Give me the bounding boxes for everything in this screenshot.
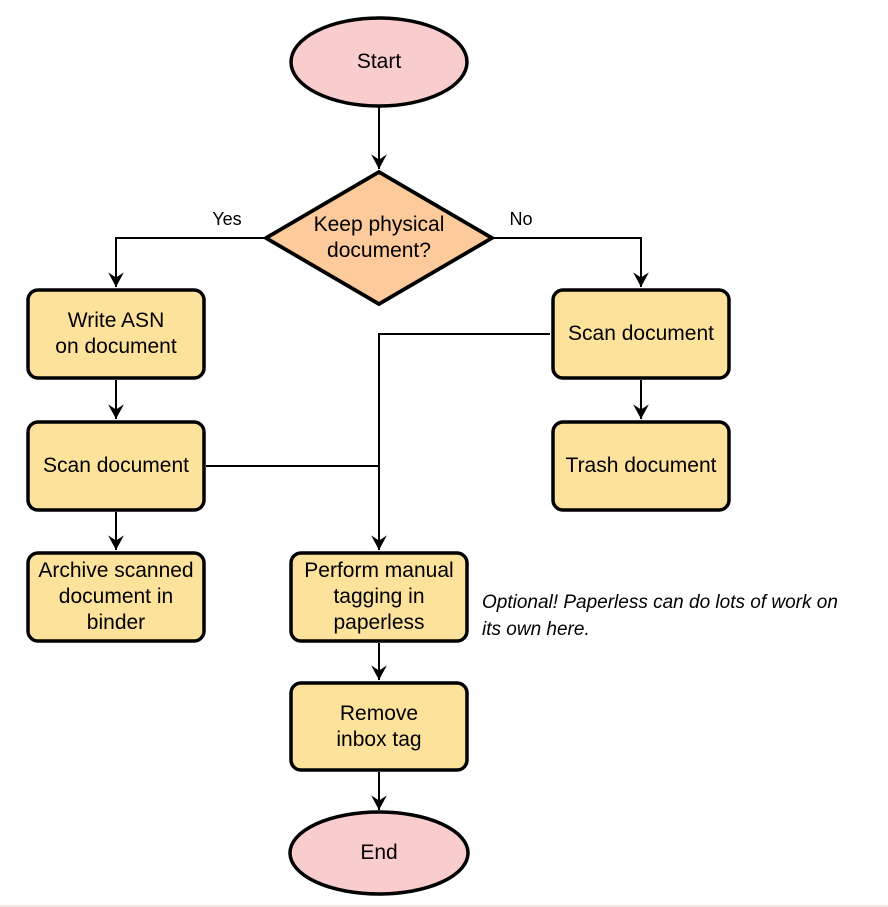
scan-left-box-shape bbox=[26, 420, 206, 512]
tagging-box-shape bbox=[289, 551, 469, 643]
edge-decision-no-to-scan-right bbox=[494, 237, 649, 287]
remove-inbox-box-shape bbox=[289, 681, 469, 772]
annotation-line: Optional! Paperless can do lots of work … bbox=[482, 592, 838, 613]
bottom-border-line bbox=[0, 905, 888, 907]
write-asn-box-shape bbox=[26, 288, 206, 380]
edge-decision-yes-to-write-asn bbox=[108, 237, 264, 287]
edge-scan-right-to-tagging bbox=[371, 333, 550, 550]
decision-diamond-shape bbox=[262, 169, 496, 307]
optional-annotation: Optional! Paperless can do lots of work … bbox=[482, 589, 838, 643]
trash-box-shape bbox=[551, 420, 731, 512]
end-terminal-shape bbox=[288, 810, 470, 896]
scan-right-box-shape bbox=[551, 288, 731, 380]
edge-label-yes: Yes bbox=[212, 209, 242, 229]
archive-box-shape bbox=[26, 551, 206, 643]
annotation-line: its own here. bbox=[482, 619, 590, 640]
edge-label-no: No bbox=[509, 209, 533, 229]
start-terminal-shape bbox=[289, 16, 469, 108]
